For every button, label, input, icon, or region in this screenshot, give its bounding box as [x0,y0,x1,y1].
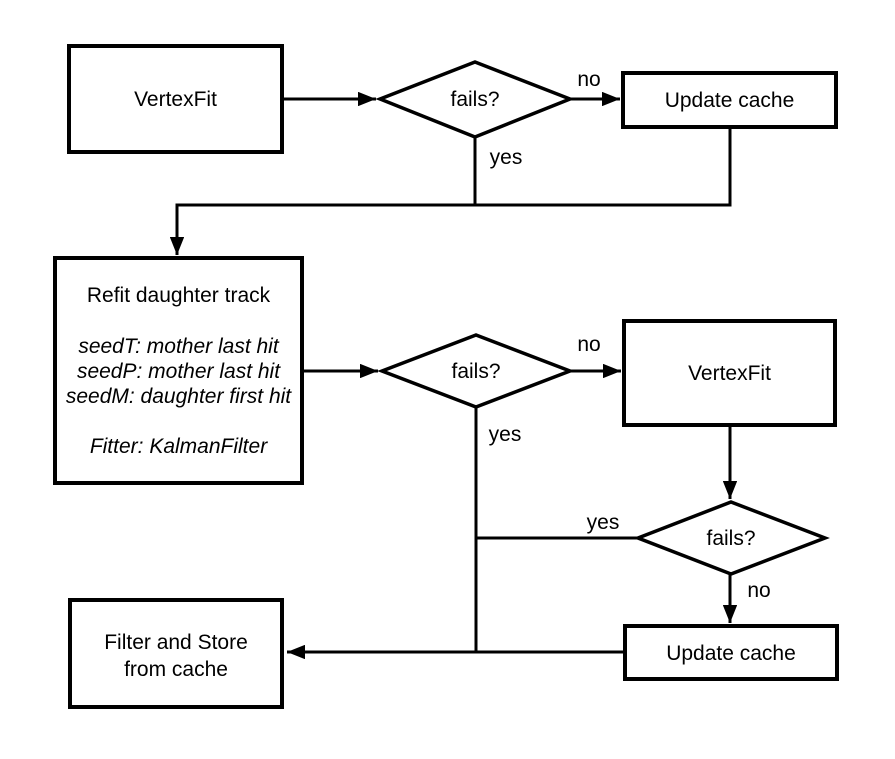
update-cache-bottom-box [623,624,839,681]
vertexfit-top-box [67,44,284,154]
refit-seedt-line: seedT: mother last hit [78,335,280,358]
refit-fitter-line: Fitter: KalmanFilter [90,435,268,458]
decision2-no-label: no [577,333,600,356]
decision1-yes-label: yes [490,146,523,169]
filter-store-box [68,598,284,709]
update-cache-top-box [621,71,838,129]
decision2-yes-label: yes [489,423,522,446]
decision3-no-label: no [747,579,770,602]
decision1-label: fails? [450,88,499,111]
update-cache-bottom-label: Update cache [666,642,796,665]
update-cache-top-label: Update cache [665,89,795,112]
decision2-label: fails? [451,360,500,383]
decision3-yes-label: yes [587,511,620,534]
arrow-update-cache-to-refit [169,127,732,255]
refit-seedm-line: seedM: daughter first hit [66,385,292,408]
decision1-no-label: no [577,68,600,91]
filter-store-label-line2: from cache [124,658,228,681]
refit-title: Refit daughter track [87,284,271,307]
vertexfit-top-label: VertexFit [134,88,217,111]
decision3-label: fails? [706,527,755,550]
filter-store-label-line1: Filter and Store [104,631,248,654]
decision1-diamond [375,60,575,139]
refit-seedp-line: seedP: mother last hit [77,360,281,383]
vertexfit-right-box [622,319,837,427]
refit-daughter-track-box [53,256,304,485]
decision3-diamond [633,500,830,576]
vertexfit-right-label: VertexFit [688,362,771,385]
decision2-diamond [377,333,575,409]
